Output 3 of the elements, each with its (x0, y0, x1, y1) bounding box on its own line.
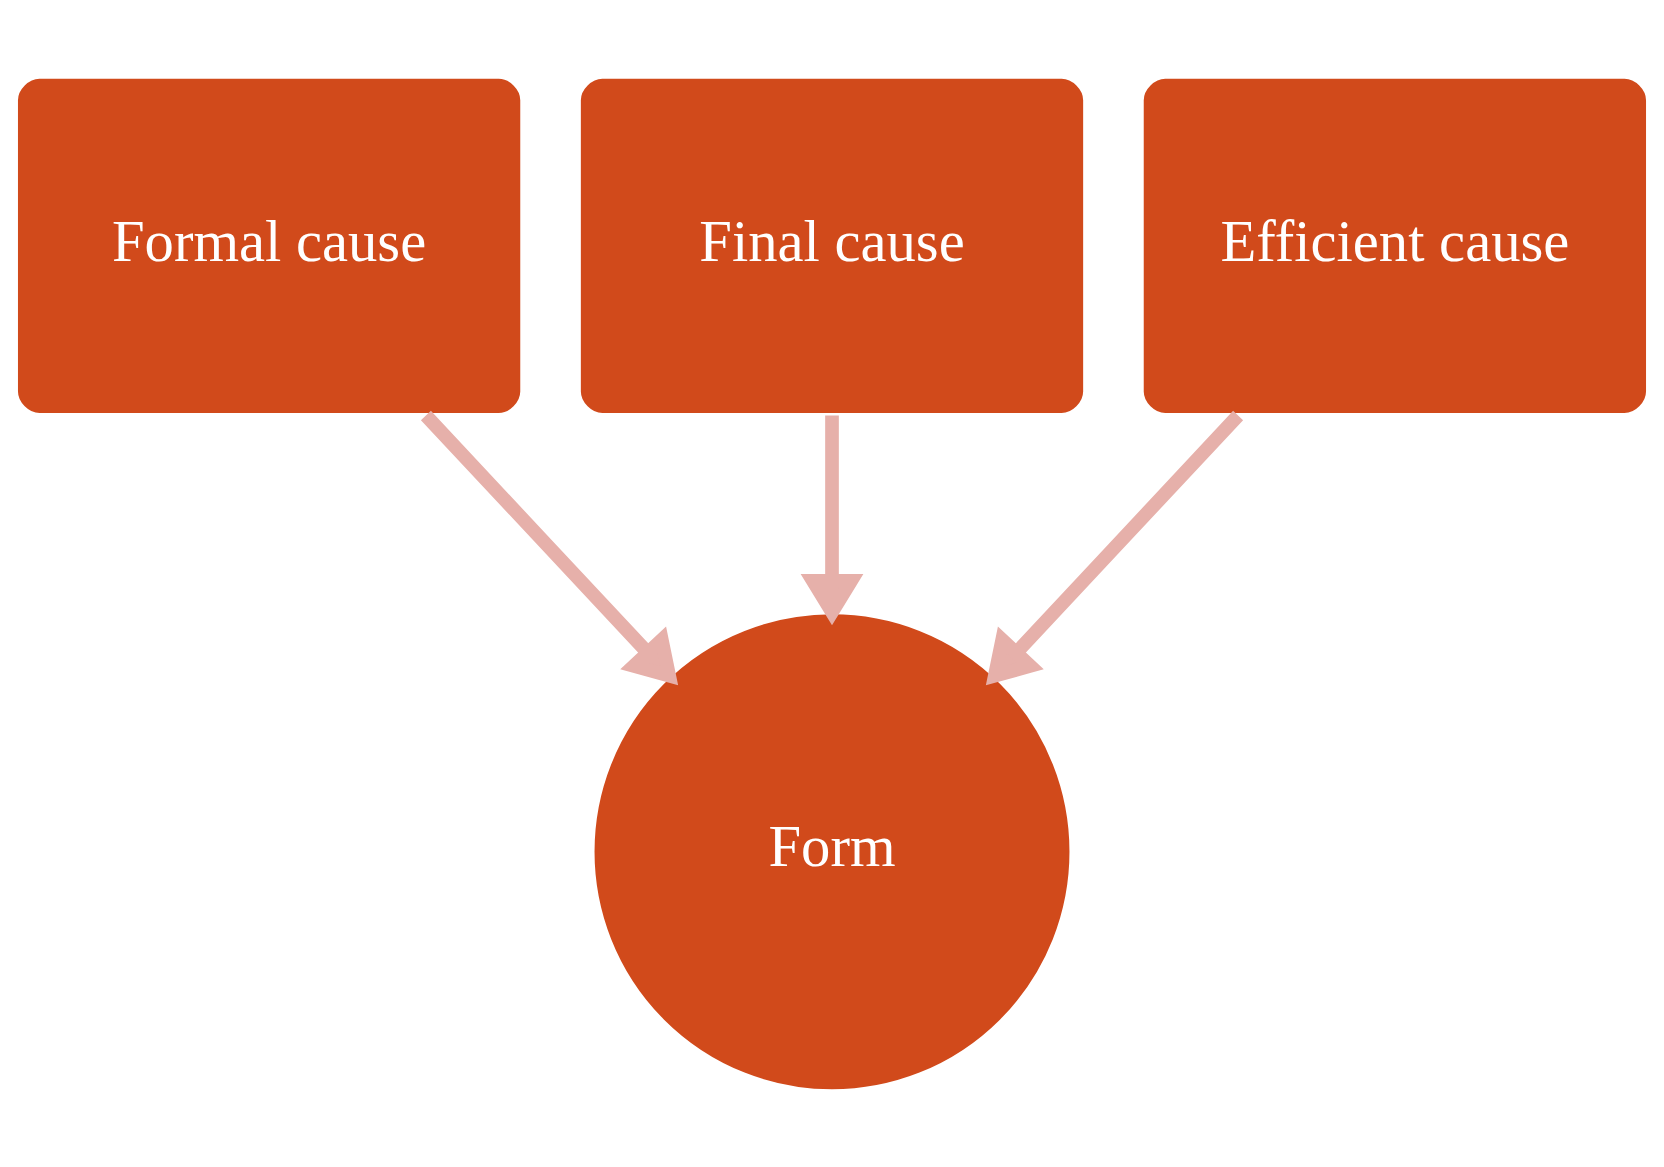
arrow (985, 410, 1244, 685)
arrow (420, 410, 679, 685)
arrow (800, 415, 864, 625)
